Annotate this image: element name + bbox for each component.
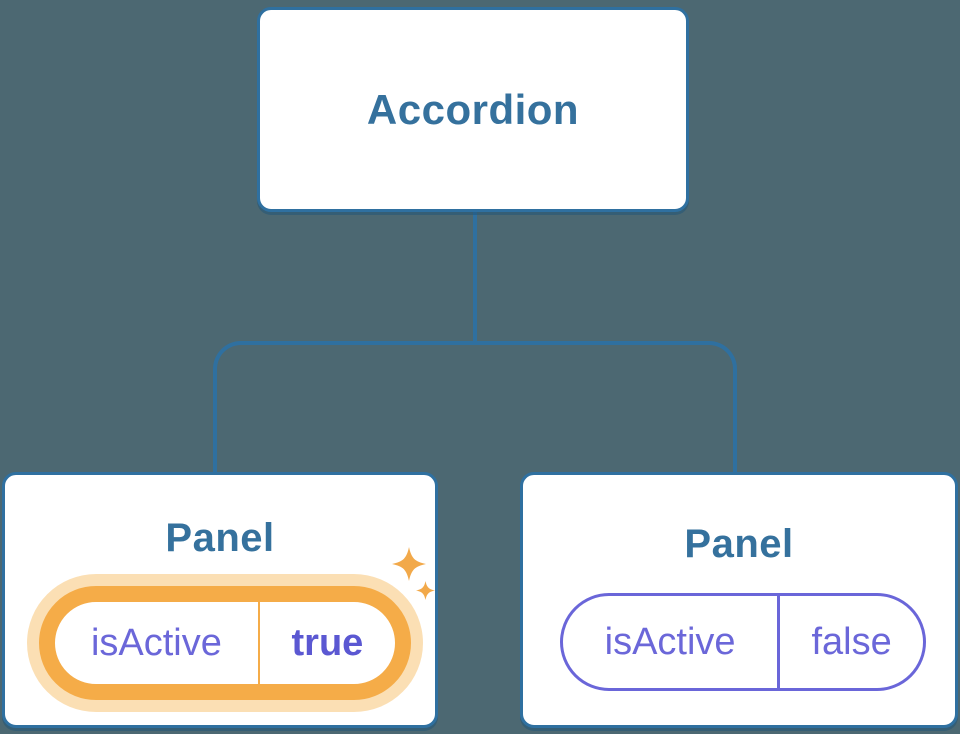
connector-branches xyxy=(213,341,737,472)
accordion-label: Accordion xyxy=(366,85,580,133)
panel-label: Panel xyxy=(684,522,794,566)
panel-node-active: Panel isActive true xyxy=(2,472,438,728)
sparkles-icon xyxy=(392,547,435,600)
pill-divider xyxy=(257,602,260,684)
panel-label: Panel xyxy=(165,516,275,560)
state-value: false xyxy=(811,620,892,663)
panel-node-inactive: Panel isActive false xyxy=(520,472,958,728)
connector-trunk xyxy=(473,210,477,343)
state-value: true xyxy=(291,621,364,664)
state-pill-inactive: isActive false xyxy=(560,593,926,691)
state-pill-active: isActive true xyxy=(39,586,411,700)
pill-divider xyxy=(777,596,781,688)
state-key: isActive xyxy=(604,620,736,663)
state-key: isActive xyxy=(90,621,222,664)
accordion-node: Accordion xyxy=(257,7,689,212)
